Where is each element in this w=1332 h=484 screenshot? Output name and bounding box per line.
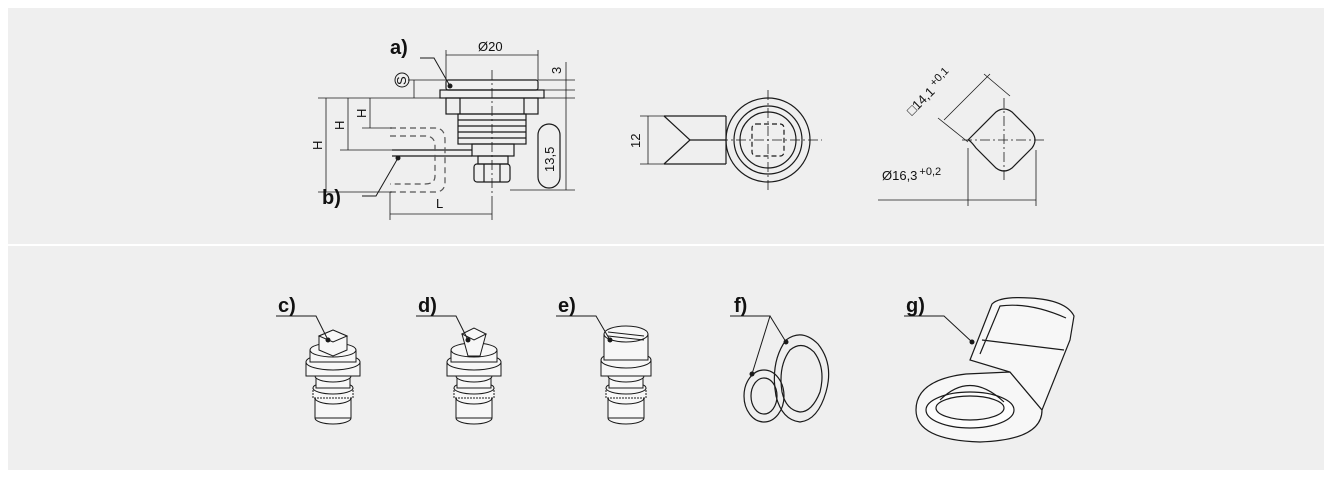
cutout-drawing <box>878 73 1046 206</box>
part-e-slotted-key <box>600 325 652 425</box>
part-f-washers <box>743 334 830 423</box>
part-e-label: e) <box>558 295 576 317</box>
top-panel <box>8 8 1324 244</box>
part-g-leader <box>904 315 973 343</box>
end-view-drawing <box>640 90 822 192</box>
dim-diameter-16-3: Ø16,3+0,2 <box>882 166 941 183</box>
callout-b: b) <box>322 187 341 209</box>
part-d-label: d) <box>418 295 437 317</box>
part-d-triangle-key <box>446 327 502 425</box>
side-view-drawing <box>318 50 575 220</box>
part-d-leader <box>416 315 469 341</box>
part-e-leader <box>556 315 611 341</box>
part-f-leader-2 <box>769 315 787 343</box>
dim-h-mid: H <box>332 121 347 130</box>
dim-h-inner: H <box>354 109 369 118</box>
dim-height-12: 12 <box>628 134 643 148</box>
dim-diameter-20: Ø20 <box>478 39 503 54</box>
part-g-protective-cover <box>915 297 1075 443</box>
dim-top-3: 3 <box>549 67 564 74</box>
callout-a-dot <box>447 83 453 89</box>
dim-s: S <box>394 76 409 85</box>
bottom-panel <box>8 246 1324 470</box>
callout-a: a) <box>390 37 408 59</box>
part-g-label: g) <box>906 295 925 317</box>
dim-depth-13-5: 13,5 <box>542 147 557 172</box>
part-f-label: f) <box>734 295 747 317</box>
dim-h-outer: H <box>310 141 325 150</box>
dim-length-l: L <box>436 196 443 211</box>
callout-b-dot <box>395 155 401 161</box>
part-c-label: c) <box>278 295 296 317</box>
part-c-leader <box>276 315 329 341</box>
